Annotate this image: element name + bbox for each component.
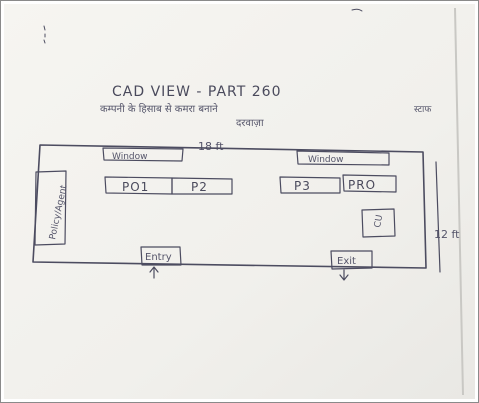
entry-box: [140, 246, 182, 266]
right-box: [361, 208, 396, 238]
exit-label: Exit: [337, 256, 356, 267]
window-left-label: Window: [112, 152, 148, 162]
page-spine: [454, 7, 464, 396]
desk-4-label: PRO: [348, 178, 376, 192]
desk-3-box: [279, 176, 341, 194]
entry-label: Entry: [145, 252, 172, 263]
desk-2-box: [171, 177, 233, 195]
window-right-label: Window: [308, 155, 344, 165]
corner-mark-left: [43, 25, 46, 44]
drawing-title: CAD VIEW - PART 260: [112, 84, 282, 100]
width-dimension: 18 ft: [198, 140, 224, 153]
desk-1-label: PO1: [122, 180, 149, 194]
entry-arrow: [149, 266, 159, 279]
corner-mark-right: [351, 8, 363, 12]
drawing-subtitle-line2: दरवाज़ा: [236, 118, 264, 129]
desk-2-label: P2: [191, 180, 208, 194]
height-dimension: 12 ft: [434, 228, 460, 241]
paper-sheet: [4, 4, 475, 399]
desk-3-label: P3: [294, 179, 311, 193]
height-bracket: [435, 161, 441, 273]
drawing-subtitle-right: स्टाफ: [414, 105, 432, 115]
drawing-subtitle-line1: कम्पनी के हिसाब से कमरा बनाने: [100, 103, 218, 115]
exit-box: [330, 250, 373, 270]
exit-arrow: [339, 269, 349, 281]
window-left-box: [102, 147, 184, 162]
right-box-label: CU: [373, 214, 385, 228]
window-right-box: [296, 150, 390, 166]
left-wall-box: [34, 170, 67, 246]
desk-4-box: [342, 174, 397, 193]
